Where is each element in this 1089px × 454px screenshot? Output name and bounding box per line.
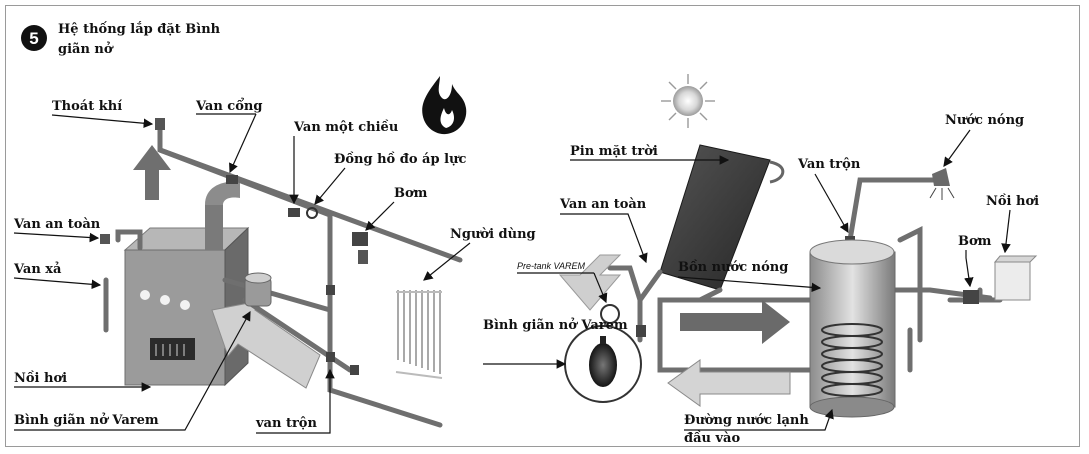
label-dong-ho: Đồng hồ đo áp lực: [334, 151, 466, 167]
step-number: 5: [29, 29, 38, 48]
boiler-right: [993, 255, 1038, 301]
right-piping: [607, 177, 1003, 373]
label-noi-hoi-left: Nồi hơi: [14, 370, 67, 386]
label-van-an-toan-left: Van an toàn: [13, 217, 101, 232]
label-van-tron-right: Van trộn: [797, 157, 861, 172]
diagram-frame: [5, 5, 1080, 447]
expansion-vessel-left: [244, 272, 272, 307]
label-bom-right: Bơm: [958, 234, 992, 249]
label-pin-mat-troi: Pin mặt trời: [570, 144, 658, 159]
sun-icon: [661, 74, 715, 128]
step-number-badge: [21, 25, 47, 51]
title-line-1: Hệ thống lắp đặt Bình: [58, 21, 221, 37]
label-binh-gian-no-left: Bình giãn nở Varem: [14, 412, 159, 428]
label-noi-hoi-right: Nồi hơi: [986, 193, 1039, 209]
label-nuoc-nong: Nước nóng: [945, 113, 1024, 128]
expansion-vessel-right: [564, 304, 642, 403]
label-pre-tank: Pre-tank VAREM: [517, 261, 586, 271]
right-labels: Pin mặt trời Van an toàn Pre-tank VAREM …: [483, 113, 1039, 446]
flame-icon: [422, 76, 467, 135]
label-van-tron-left: van trộn: [255, 416, 317, 431]
hot-water-tank: [809, 239, 896, 418]
left-piping: [100, 118, 463, 428]
hot-flow-arrow: [680, 300, 790, 344]
label-binh-gian-no-right: Bình giãn nở Varem: [483, 317, 628, 333]
radiator: [395, 290, 443, 379]
label-bon-nuoc-nong: Bồn nước nóng: [678, 259, 788, 275]
label-van-an-toan-right: Van an toàn: [559, 197, 647, 212]
title-block: 5 Hệ thống lắp đặt Bình giãn nở: [21, 21, 221, 57]
cold-flow-arrow: [667, 359, 791, 407]
label-thoat-khi: Thoát khí: [52, 99, 122, 114]
label-bom-left: Bơm: [394, 186, 428, 201]
left-labels: Thoát khí Van cổng Van một chiều Đồng hồ…: [13, 98, 536, 434]
label-nguoi-dung: Người dùng: [450, 227, 536, 242]
air-outlet-arrow: [133, 145, 171, 200]
label-duong-nuoc-lanh-2: đầu vào: [684, 430, 740, 446]
label-duong-nuoc-lanh-1: Đường nước lạnh: [684, 413, 809, 428]
label-van-cong: Van cổng: [195, 98, 262, 114]
label-van-xa: Van xả: [13, 261, 62, 277]
title-line-2: giãn nở: [58, 41, 114, 57]
shower-icon: [929, 168, 955, 200]
label-van-mot-chieu: Van một chiều: [293, 119, 398, 135]
